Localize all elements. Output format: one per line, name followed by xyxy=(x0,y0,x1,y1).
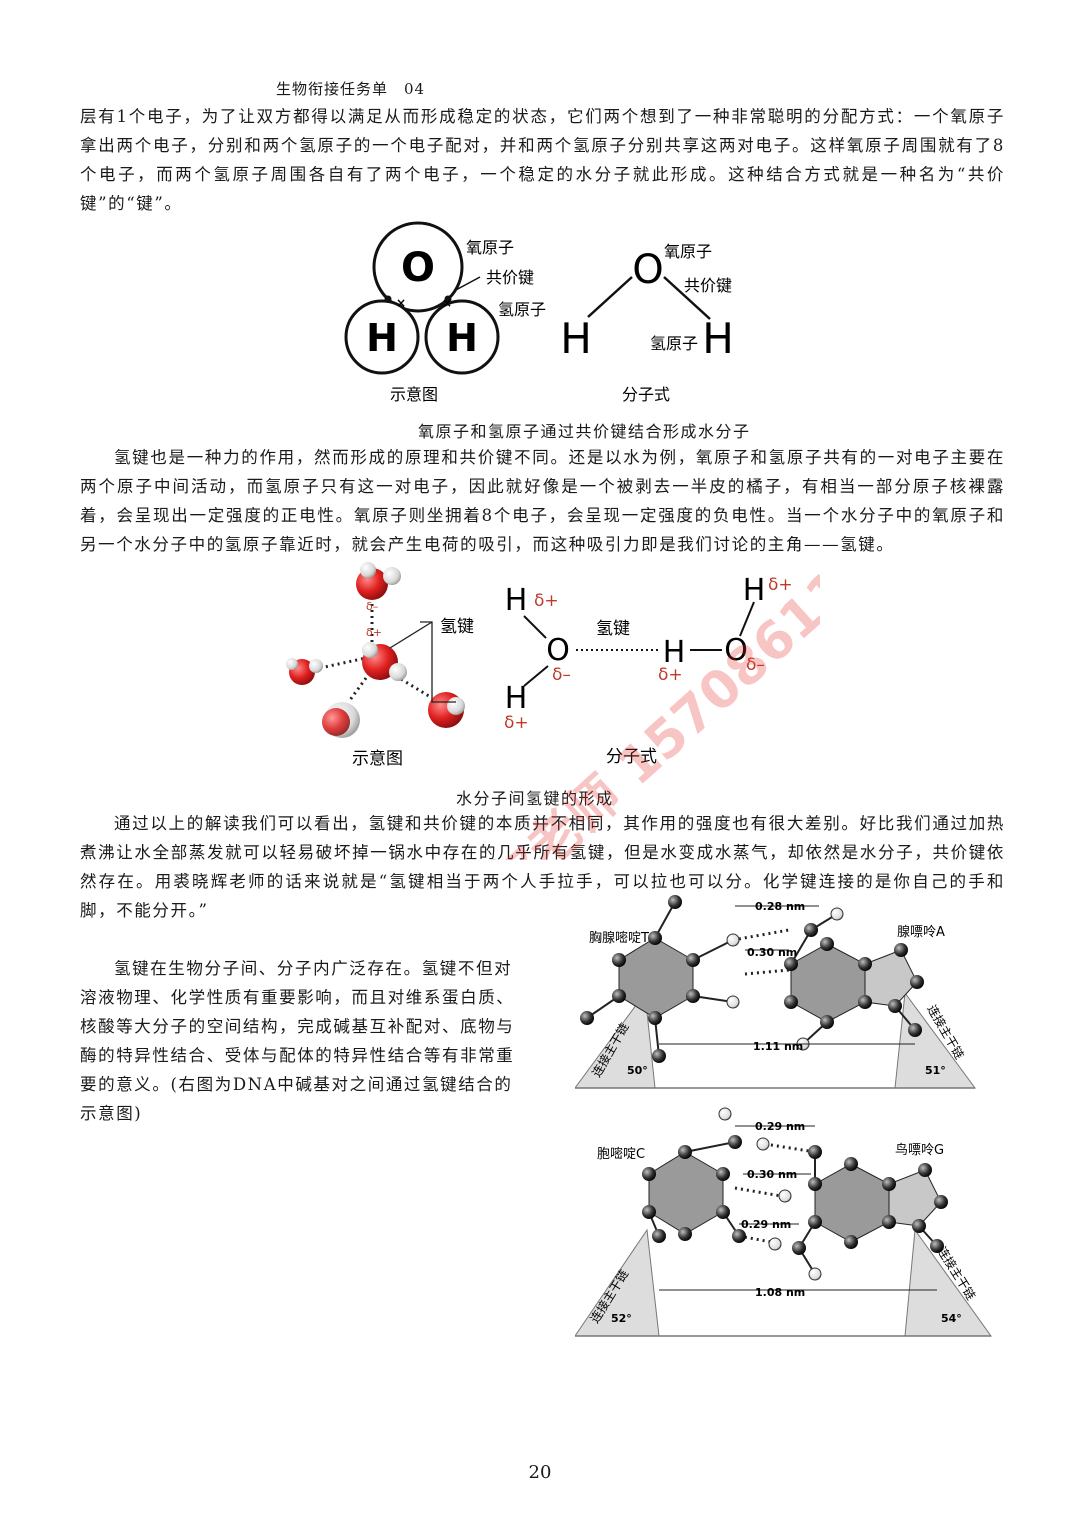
distance-bottom-3: 0.29 nm xyxy=(741,1218,791,1231)
ring-thymine xyxy=(618,937,694,1019)
label-covalent-bond: 共价键 xyxy=(486,268,534,287)
distance-bottom-1: 0.29 nm xyxy=(755,1120,805,1133)
svg-text:δ+: δ+ xyxy=(534,591,559,611)
svg-text:δ+: δ+ xyxy=(768,575,793,595)
subcaption-formula: 分子式 xyxy=(622,385,670,404)
figure-covalent-water: O H H × × 氧原子 共价键 氢原子 示意图 O H H 氧原子 共价键 … xyxy=(344,221,734,404)
hydrogen-symbol-left: H xyxy=(366,316,398,360)
formula2-h-top: H xyxy=(505,583,528,618)
electron-cross: × xyxy=(442,296,452,310)
electron-cross: × xyxy=(396,296,406,310)
width-top: 1.11 nm xyxy=(753,1040,803,1053)
subcaption-schematic-2: 示意图 xyxy=(352,749,403,769)
document-header: 生物衔接任务单 04 xyxy=(276,80,426,98)
subcaption-schematic: 示意图 xyxy=(390,385,438,404)
svg-text:δ–: δ– xyxy=(552,665,571,685)
formula2-label-hbond: 氢键 xyxy=(596,619,630,639)
formula-label-oxygen: 氧原子 xyxy=(664,242,712,261)
angle-bottom-left: 52° xyxy=(611,1312,632,1325)
page-number: 20 xyxy=(528,1462,552,1483)
svg-text:δ+: δ+ xyxy=(658,665,683,685)
subcaption-formula-2: 分子式 xyxy=(606,747,657,767)
distance-bottom-2: 0.30 nm xyxy=(747,1168,797,1181)
svg-text:δ+: δ+ xyxy=(504,713,529,733)
svg-text:δ–: δ– xyxy=(366,600,378,613)
svg-text:δ+: δ+ xyxy=(366,626,382,639)
paragraph-covalent-bond: 层有1个电子，为了让双方都得以满足从而形成稳定的状态，它们两个想到了一种非常聪明… xyxy=(80,107,1005,213)
formula2-h-bottom: H xyxy=(505,681,528,716)
label-thymine: 胸腺嘧啶T xyxy=(589,931,649,946)
label-guanine: 鸟嘌呤G xyxy=(895,1142,944,1158)
svg-text:δ–: δ– xyxy=(746,655,765,675)
oxygen-symbol: O xyxy=(401,245,435,291)
ring-guanine-6 xyxy=(814,1163,890,1243)
ring-guanine-5 xyxy=(888,1169,942,1227)
distance-top-2: 0.30 nm xyxy=(747,946,797,959)
label-hydrogen-atom: 氢原子 xyxy=(498,300,546,319)
electron-dot xyxy=(444,295,452,303)
figure-hydrogen-bond-water: δ– δ+ 氢键 示意图 H δ+ O δ– H δ+ 氢键 H δ+ O δ–… xyxy=(286,562,793,769)
paragraph-hydrogen-bond: 氢键也是一种力的作用，然而形成的原理和共价键不同。还是以水为例，氧原子和氢原子共… xyxy=(80,448,1005,554)
formula-label-hydrogen: 氢原子 xyxy=(650,334,698,353)
paragraph-biology-importance: 氢键在生物分子间、分子内广泛存在。氢键不但对溶液物理、化学性质有重要影响，而且对… xyxy=(80,959,515,1123)
figure2-caption: 水分子间氢键的形成 xyxy=(456,789,614,808)
label-oxygen-atom: 氧原子 xyxy=(466,238,514,257)
ring-adenine-6 xyxy=(790,943,866,1023)
label-adenine: 腺嘌呤A xyxy=(897,924,945,940)
formula-label-covalent: 共价键 xyxy=(684,276,732,295)
label-hydrogen-bond: 氢键 xyxy=(440,617,474,637)
paragraph-comparison-top: 通过以上的解读我们可以看出，氢键和共价键的本质并不相同，其作用的强度也有很大差别… xyxy=(80,814,1005,920)
formula-hydrogen-right: H xyxy=(702,314,734,363)
formula2-h-right: H xyxy=(743,573,766,608)
label-cytosine: 胞嘧啶C xyxy=(597,1147,645,1162)
ring-adenine-5 xyxy=(864,949,918,1007)
distance-top-1: 0.28 nm xyxy=(755,900,805,913)
figure1-caption: 氧原子和氢原子通过共价键结合形成水分子 xyxy=(418,422,751,441)
figure-dna-base-pairs: 0.28 nm 0.30 nm 1.11 nm 胸腺嘧啶T 腺嘌呤A 50° 5… xyxy=(575,895,992,1337)
hydrogen-shell-left xyxy=(344,299,420,375)
oxygen-shell xyxy=(372,221,464,313)
formula2-h-center: H xyxy=(663,635,686,670)
angle-top-right: 51° xyxy=(925,1064,946,1077)
formula2-o-left: O xyxy=(546,633,570,668)
hydrogen-symbol-right: H xyxy=(446,316,478,360)
formula2-o-right: O xyxy=(724,633,748,668)
formula-oxygen: O xyxy=(632,247,663,293)
electron-dot xyxy=(384,295,392,303)
ring-cytosine xyxy=(648,1151,724,1235)
hydrogen-shell-right xyxy=(424,299,500,375)
width-bottom: 1.08 nm xyxy=(755,1286,805,1299)
angle-top-left: 50° xyxy=(627,1064,648,1077)
formula-hydrogen-left: H xyxy=(560,314,592,363)
angle-bottom-right: 54° xyxy=(941,1312,962,1325)
